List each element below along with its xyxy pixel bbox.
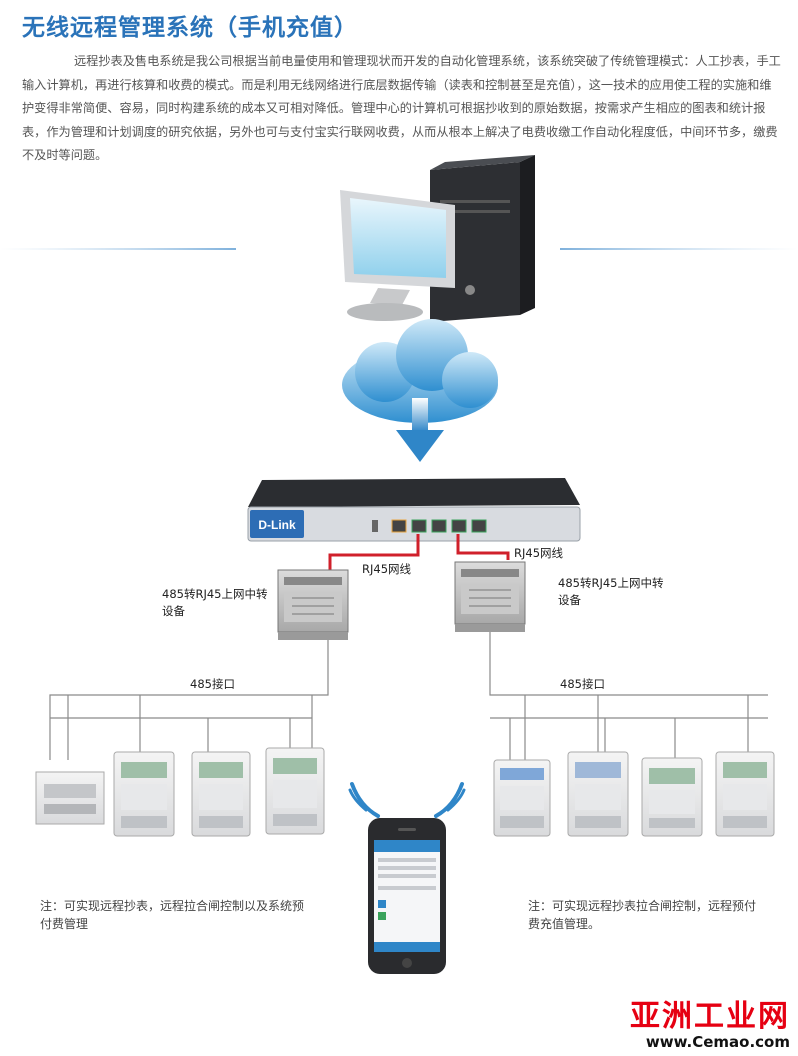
meter-icon <box>265 747 325 835</box>
separator-right <box>560 248 798 250</box>
rj45-cable-left <box>328 534 420 572</box>
meter-icon <box>35 771 105 825</box>
smartphone-icon <box>368 818 446 974</box>
router-brand: D-Link <box>258 518 296 532</box>
router-icon: D-Link <box>247 478 581 542</box>
converter-label-right: 485转RJ45上网中转设备 <box>558 576 664 607</box>
cloud-icon <box>342 319 498 462</box>
wifi-icon-left <box>348 782 380 818</box>
meter-icon <box>113 751 175 837</box>
bus-right <box>489 632 768 765</box>
meter-icon <box>567 751 629 837</box>
bus-label-left: 485接口 <box>190 677 235 691</box>
watermark: 亚洲工业网 www.Cemao.com <box>630 999 790 1051</box>
bus-left <box>49 640 329 760</box>
computer-icon <box>340 155 535 322</box>
note-right: 注：可实现远程抄表拉合闸控制，远程预付费充值管理。 <box>528 899 757 931</box>
separator-left <box>0 248 236 250</box>
bus-label-right: 485接口 <box>560 677 605 691</box>
watermark-url: www.Cemao.com <box>645 1033 790 1051</box>
meter-icon <box>493 759 551 837</box>
wifi-icon-right <box>434 782 466 818</box>
meter-icon <box>191 751 251 837</box>
watermark-name: 亚洲工业网 <box>630 999 790 1034</box>
converter-device-right <box>454 561 526 632</box>
meter-icon <box>715 751 775 837</box>
page-title: 无线远程管理系统（手机充值） <box>22 15 358 41</box>
meter-icon <box>641 757 703 837</box>
intro-paragraph: 远程抄表及售电系统是我公司根据当前电量使用和管理现状而开发的自动化管理系统，该系… <box>22 54 781 162</box>
converter-device-left <box>277 569 349 640</box>
converter-label-left: 485转RJ45上网中转设备 <box>162 587 268 618</box>
rj45-label-right: RJ45网线 <box>514 546 564 560</box>
note-left: 注：可实现远程抄表，远程拉合闸控制以及系统预付费管理 <box>40 899 305 931</box>
rj45-label-left: RJ45网线 <box>362 562 412 576</box>
rj45-cable-right <box>456 534 510 560</box>
